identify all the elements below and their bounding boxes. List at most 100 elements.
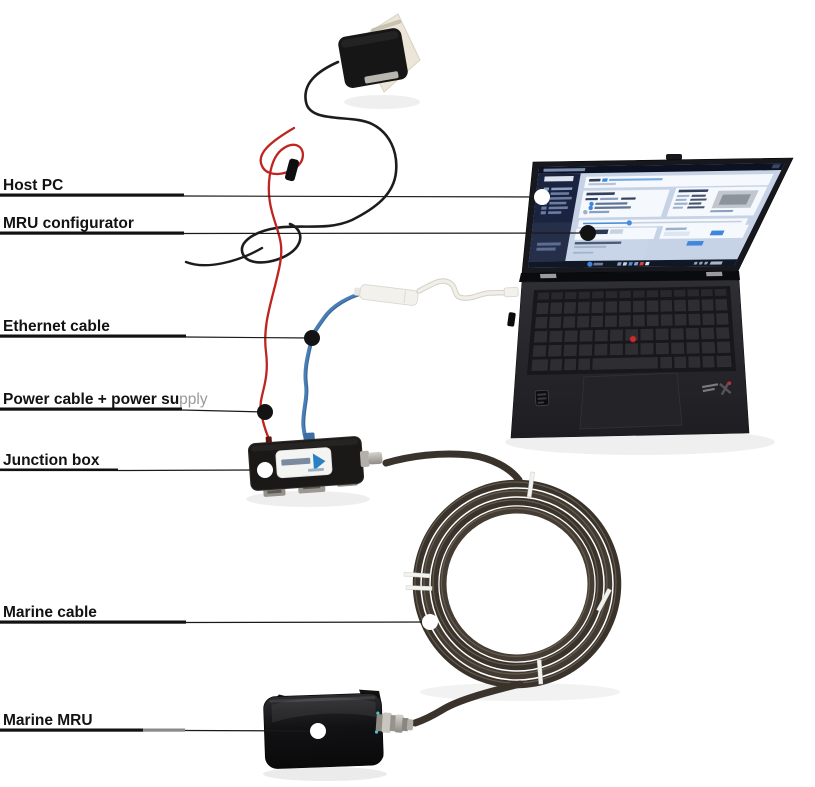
shadow [344,95,420,109]
taskbar-icon [644,261,650,266]
progress-done [582,222,630,225]
progress-handle [626,220,632,226]
keyboard-key [687,289,700,297]
junction-box [247,432,383,497]
keyboard-key [549,330,563,343]
window-controls [771,164,781,169]
card-heading-blur [678,189,709,193]
mru-connector [374,711,414,734]
keyboard-key [716,355,732,368]
callout-dot-marine-cable [422,614,438,630]
black-power-cable-end [184,246,264,267]
vendor-logo-chevron [312,453,326,471]
coil-highlight [432,499,599,666]
card-label-blur [665,227,688,231]
callout-underline-host-pc [0,193,184,197]
sidebar-icon [541,206,547,210]
radio-option-blur [595,202,628,205]
keyboard-key [646,314,659,327]
power-adapter [338,28,408,88]
callout-label-mru-configurator: MRU configurator [3,215,134,232]
callout-label-marine-mru: Marine MRU [3,712,93,729]
keyboard-key [578,358,591,370]
host-pc-laptop [507,154,794,439]
taskbar-icon [633,262,639,266]
keyboard-key [531,359,549,371]
callout-label-marine-cable: Marine cable [3,604,97,621]
keyboard-key [592,291,604,299]
keyboard-key [535,316,548,329]
keyboard-key [618,315,631,327]
power-supply [338,13,421,93]
keyboard-key [671,342,685,354]
info-value-blur [687,206,705,209]
taskbar [528,259,738,268]
callout-dot-junction-box [257,462,273,478]
marine-cable-in [382,450,523,484]
keyboard-key [687,299,700,312]
outline-button [609,229,624,234]
sidebar-item [548,206,568,210]
info-label-blur [675,198,687,201]
shadow [263,767,387,781]
cable-tie [403,571,431,579]
label-tail-part: pply [179,391,208,408]
keyboard-key [715,299,728,311]
box-highlight [251,438,359,452]
keyboard-key [640,328,654,341]
info-value-blur [691,194,707,197]
marine-cable-coil [439,506,595,662]
taskbar-search-blur [593,262,604,266]
adapter-highlight [341,30,399,48]
radio-dot [589,201,594,207]
keyboard-key [701,299,714,311]
callouts: Host PC MRU configurator Ethernet cable … [0,177,596,739]
callout-label-host-pc: Host PC [3,177,63,194]
sidebar-item [536,242,561,246]
callout-label-ethernet-cable: Ethernet cable [3,318,110,335]
keyboard-key [605,301,618,313]
connector-collar [359,450,370,468]
cable-connector [284,158,299,182]
sidebar-item [536,247,556,251]
taskbar-icon [617,262,622,266]
coil-highlight [423,490,608,675]
usb-cable [417,279,508,300]
tray-clock-blur [709,261,723,265]
field-value-blur [599,197,619,201]
browser-tab-title-blur [543,168,586,172]
coil-highlight [440,507,591,658]
marine-connector-socket [368,451,383,465]
checkbox-option-blur [588,210,610,214]
keyboard-key [592,357,658,370]
ethernet-cable [301,291,365,447]
taskbar-start-icon [587,261,593,267]
mru-edge-highlight [269,696,376,703]
dongle-body [353,284,419,306]
status-badge [602,178,608,182]
keyboard-key [591,301,604,314]
keyboard-key [563,344,577,357]
taskbar-icon-red [639,262,645,266]
keyboard-key [549,359,563,371]
callout-dot-ethernet-cable [304,330,320,346]
callout-underline-mru-configurator [0,231,184,235]
callout-underline-marine-cable [0,620,186,624]
sidebar-item [549,201,567,205]
keyboard-key [590,315,603,328]
keyboard-key [551,292,563,300]
keyboard-key [532,345,547,357]
info-label-blur [672,206,684,209]
sidebar-icon [540,211,546,215]
keyboard-key [655,328,669,341]
footer-small-blur [572,251,594,254]
keyboard-key [660,314,673,326]
keyboard-key [632,314,645,327]
sidebar-item [550,192,570,195]
keyboard-key [564,292,577,300]
keyboard-key [633,300,645,313]
browser-titlebar [538,163,785,174]
primary-button [709,230,725,236]
keyboard-key [646,290,659,298]
